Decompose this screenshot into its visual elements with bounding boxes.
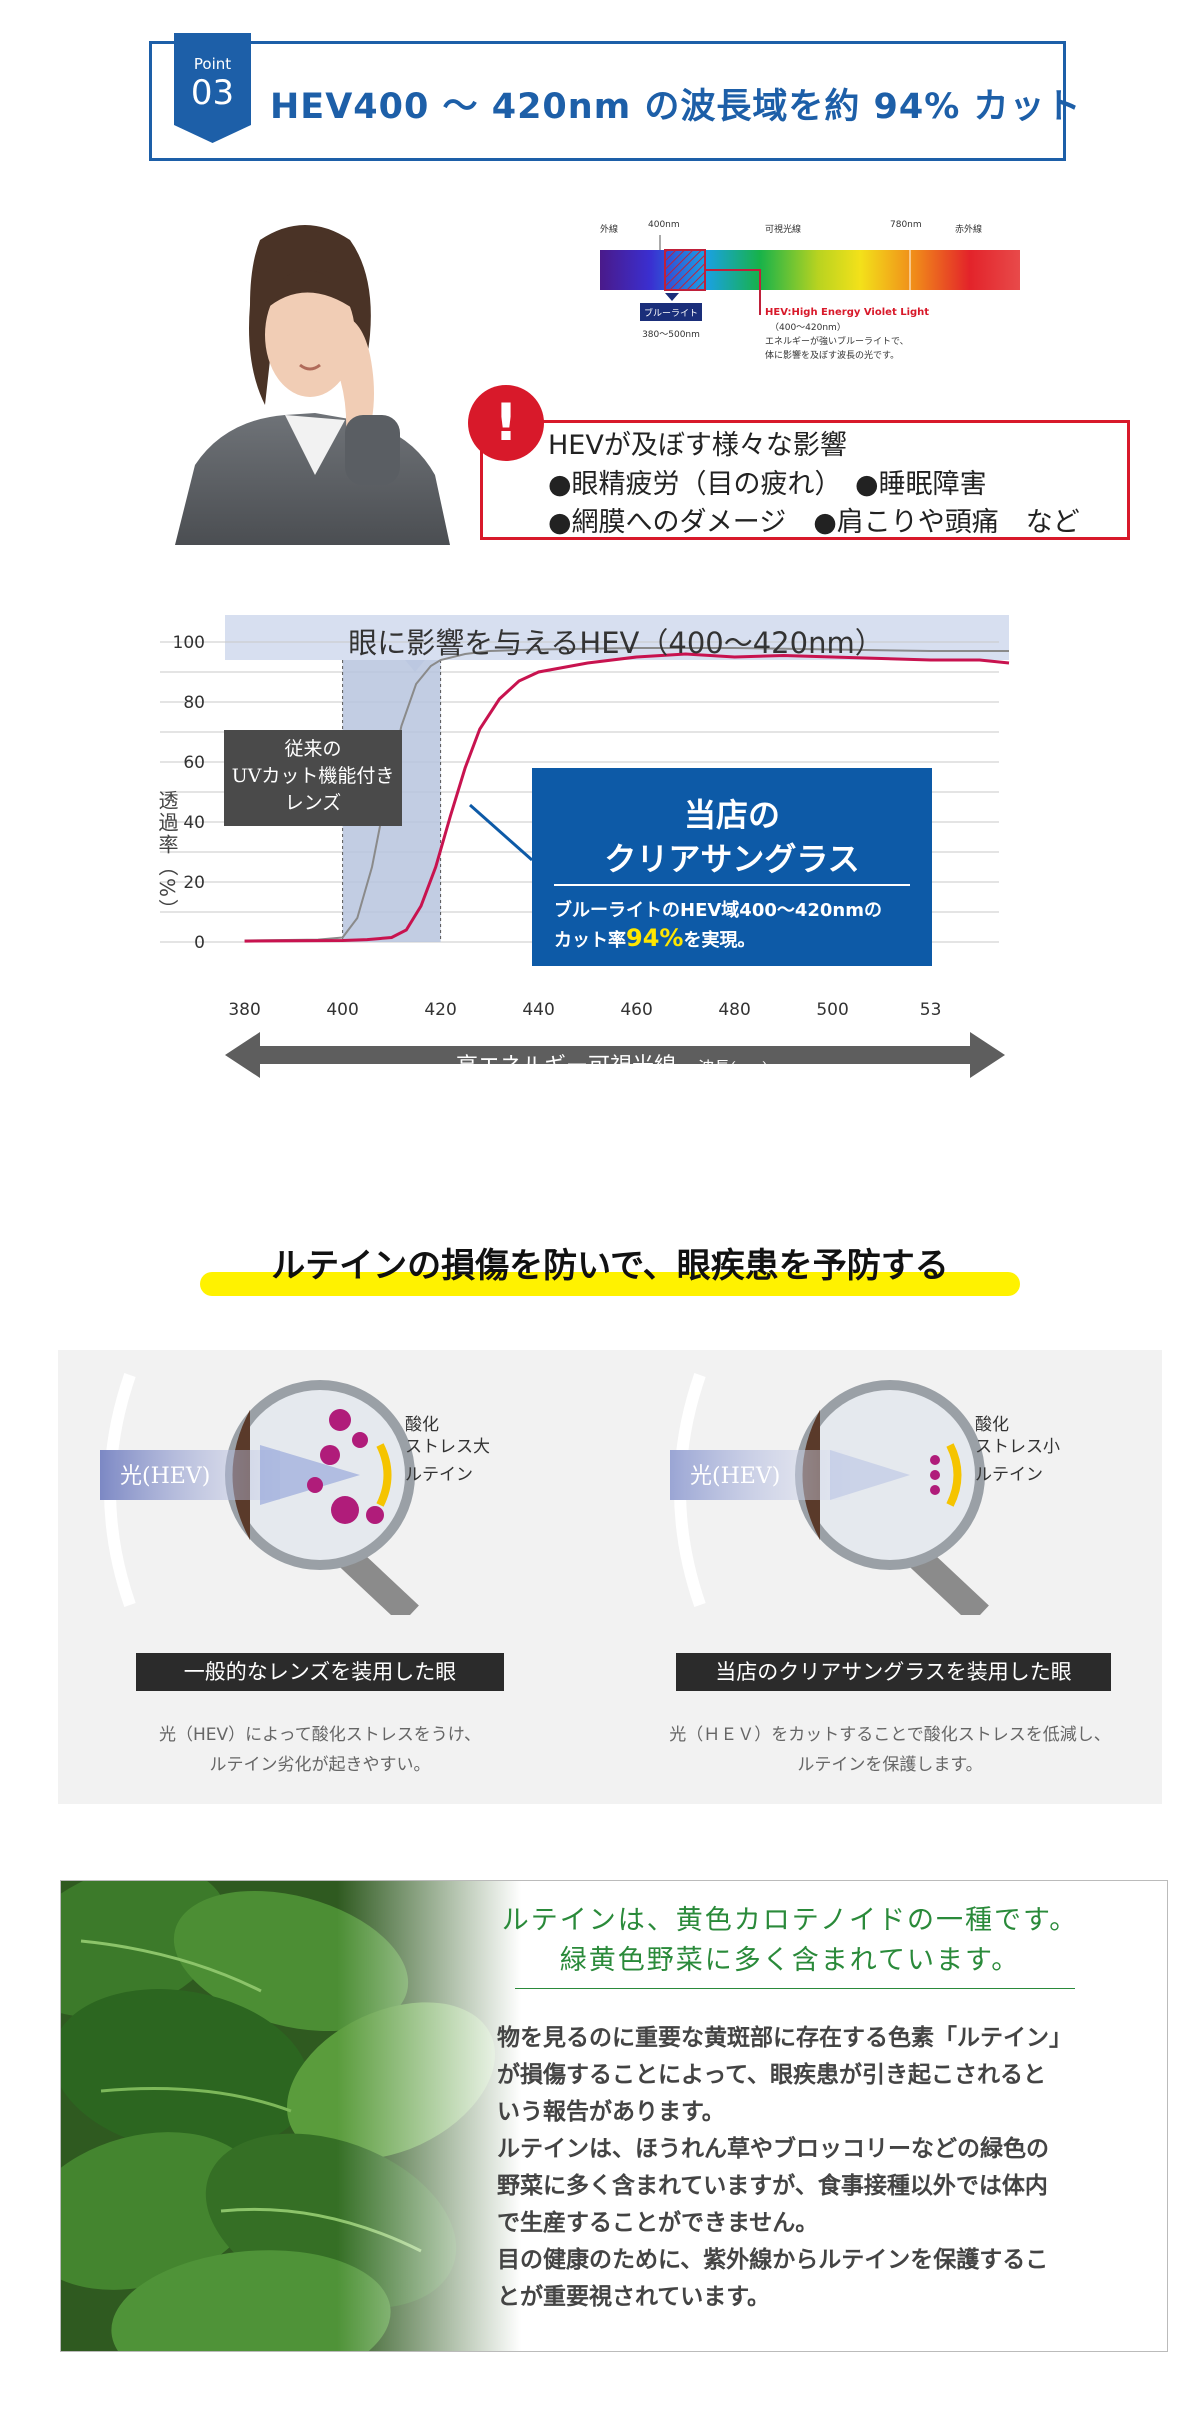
ir-label: 赤外線 — [955, 223, 982, 235]
arrow-label: 高エネルギー可視光線 — [456, 1054, 677, 1079]
nm780-label: 780nm — [890, 220, 922, 230]
series-line-conventional — [244, 647, 1009, 942]
store-sunglass-callout: 当店の クリアサングラス ブルーライトのHEV域400〜420nmの カット率9… — [532, 768, 932, 966]
stress-label-right-2: ストレス小 — [975, 1437, 1060, 1457]
conventional-line-3: レンズ — [284, 792, 342, 814]
x-tick-label: 460 — [620, 1000, 652, 1020]
light-spectrum-diagram: 外線 400nm 可視光線 780nm 赤外線 ブルーライト 380〜500nm… — [600, 220, 1020, 361]
eye-diagram-normal-lens: 光(HEV) 酸化 ストレス大 ルテイン — [100, 1373, 490, 1615]
store-desc-pre: カット率 — [554, 930, 626, 951]
point-ribbon: Point 03 — [174, 33, 251, 143]
store-divider — [554, 884, 910, 886]
y-tick-label: 80 — [183, 693, 205, 713]
body-line-6: で生産することができません。 — [497, 2210, 819, 2236]
point-title: HEV400 〜 420nm の波長域を約 94% カット — [270, 87, 1082, 127]
hev-title: HEV:High Energy Violet Light — [765, 307, 929, 318]
exclamation-icon: ! — [494, 393, 518, 453]
store-title-1: 当店の — [683, 796, 780, 834]
store-desc-post: を実現。 — [683, 930, 756, 951]
vegetable-divider — [515, 1988, 1075, 1989]
caption-normal-lens: 一般的なレンズを装用した眼 — [136, 1653, 504, 1691]
stress-label-right-1: 酸化 — [975, 1415, 1009, 1435]
wavelength-arrow — [225, 1032, 1005, 1078]
body-line-2: が損傷することによって、眼疾患が引き起こされると — [497, 2062, 1047, 2088]
visible-label: 可視光線 — [765, 223, 801, 235]
x-tick-label: 400 — [326, 1000, 358, 1020]
vegetable-heading-1: ルテインは、黄色カロテノイドの一種です。 — [501, 1905, 1079, 1936]
nm400-label: 400nm — [648, 220, 680, 230]
y-axis-label: 透過率（%） — [155, 790, 179, 922]
bluelight-label: ブルーライト — [644, 307, 698, 319]
y-tick-label: 60 — [183, 753, 205, 773]
wavelength-arrow-label: 高エネルギー可視光線 波長(nm) — [232, 1048, 992, 1080]
x-tick-label: 53 — [920, 1000, 942, 1020]
vegetable-body-text: 物を見るのに重要な黄斑部に存在する色素「ルテイン」 が損傷することによって、眼疾… — [497, 2020, 1137, 2316]
spinach-photo — [61, 1881, 521, 2351]
uv-label: 外線 — [600, 223, 618, 235]
conventional-lens-label: 従来の UVカット機能付き レンズ — [224, 730, 402, 826]
body-line-1: 物を見るのに重要な黄斑部に存在する色素「ルテイン」 — [497, 2025, 1072, 2051]
light-label-right: 光(HEV) — [690, 1464, 780, 1489]
store-cut-rate: 94% — [626, 924, 684, 952]
body-line-3: いう報告があります。 — [497, 2099, 725, 2125]
eye-diagram-store-sunglass: 光(HEV) 酸化 ストレス小 ルテイン — [670, 1373, 1060, 1615]
y-tick-label: 20 — [183, 873, 205, 893]
store-desc-1: ブルーライトのHEV域400〜420nmの — [554, 900, 883, 921]
y-tick-label: 40 — [183, 813, 205, 833]
x-tick-label: 440 — [522, 1000, 554, 1020]
point-label: Point — [193, 55, 232, 73]
desc-normal-lens: 光（HEV）によって酸化ストレスをうけ、 ルテイン劣化が起きやすい。 — [70, 1720, 570, 1780]
chart-title: 眼に影響を与えるHEV（400〜420nm） — [348, 626, 884, 660]
series-line-store — [244, 652, 1010, 943]
x-tick-label: 500 — [816, 1000, 848, 1020]
point-number: 03 — [190, 73, 235, 113]
desc-store-sunglass-1: 光（ＨＥＶ）をカットすることで酸化ストレスを低減し、 — [669, 1725, 1111, 1745]
vegetable-info-box — [60, 1880, 1168, 2352]
effects-line-2: ●網膜へのダメージ ●肩こりや頭痛 など — [548, 507, 1080, 538]
conventional-line-1: 従来の — [284, 738, 342, 760]
stress-label-left-1: 酸化 — [405, 1415, 439, 1435]
body-line-5: 野菜に多く含まれていますが、食事接種以外では体内 — [497, 2173, 1048, 2199]
desc-normal-lens-1: 光（HEV）によって酸化ストレスをうけ、 — [159, 1725, 481, 1745]
desc-normal-lens-2: ルテイン劣化が起きやすい。 — [209, 1755, 431, 1775]
y-tick-label: 0 — [194, 933, 205, 953]
store-desc-2: カット率94%を実現。 — [554, 924, 755, 952]
point-header-box — [149, 41, 1066, 161]
y-tick-label: 100 — [173, 633, 205, 653]
lutein-heading: ルテインの損傷を防いで、眼疾患を予防する — [271, 1246, 949, 1286]
body-line-4: ルテインは、ほうれん草やブロッコリーなどの緑色の — [497, 2136, 1049, 2162]
chart-banner — [225, 615, 1009, 660]
light-label-left: 光(HEV) — [120, 1464, 210, 1489]
body-line-8: とが重要視されています。 — [497, 2284, 771, 2310]
x-tick-label: 380 — [228, 1000, 260, 1020]
tired-woman-illustration — [175, 225, 450, 545]
desc-store-sunglass: 光（ＨＥＶ）をカットすることで酸化ストレスを低減し、 ルテインを保護します。 — [640, 1720, 1140, 1780]
hev-desc-1: エネルギーが強いブルーライトで、 — [765, 335, 909, 347]
hev-effects-box — [480, 420, 1130, 540]
x-tick-label: 480 — [718, 1000, 750, 1020]
conventional-line-2: UVカット機能付き — [231, 765, 395, 787]
caption-store-sunglass: 当店のクリアサングラスを装用した眼 — [676, 1653, 1111, 1691]
vegetable-heading-2: 緑黄色野菜に多く含まれています。 — [559, 1945, 1021, 1976]
hev-desc-2: 体に影響を及ぼす波長の光です。 — [765, 349, 899, 361]
x-tick-label: 420 — [424, 1000, 456, 1020]
lutein-label-right: ルテイン — [975, 1465, 1043, 1485]
desc-store-sunglass-2: ルテインを保護します。 — [797, 1755, 983, 1775]
alert-icon — [468, 385, 544, 461]
bluelight-range: 380〜500nm — [642, 330, 700, 340]
effects-line-1: ●眼精疲労（目の疲れ） ●睡眠障害 — [548, 469, 987, 500]
arrow-unit: 波長(nm) — [698, 1058, 768, 1077]
point-ribbon-icon — [174, 33, 251, 143]
heading-highlight-bar — [200, 1272, 1020, 1296]
store-pointer — [469, 803, 533, 862]
hev-range: （400〜420nm） — [770, 322, 846, 333]
effects-title: HEVが及ぼす様々な影響 — [548, 430, 847, 461]
store-title-2: クリアサングラス — [604, 840, 860, 878]
lutein-label-left: ルテイン — [405, 1465, 473, 1485]
stress-label-left-2: ストレス大 — [405, 1437, 490, 1457]
body-line-7: 目の健康のために、紫外線からルテインを保護するこ — [497, 2247, 1049, 2273]
